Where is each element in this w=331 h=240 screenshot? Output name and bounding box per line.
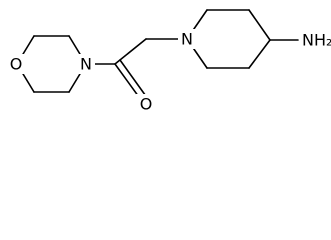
carbonyl-oxygen-mask xyxy=(136,94,156,114)
piperidine-nitrogen-label: N xyxy=(181,30,193,49)
bond-piperidine-c2-c3 xyxy=(248,9,271,41)
bond-carbonyl-ch2 xyxy=(114,38,147,65)
piperidine-nitrogen-mask xyxy=(178,29,196,49)
morpholine-oxygen-mask xyxy=(5,54,25,74)
morpholine-nitrogen-label: N xyxy=(80,55,92,74)
amine-mask xyxy=(300,30,330,50)
amine-label: NH₂ xyxy=(302,31,331,50)
carbonyl-oxygen-label: O xyxy=(140,95,153,114)
chemical-structure: O N O N NH₂ xyxy=(5,9,331,114)
atom-labels: O N O N NH₂ xyxy=(5,29,331,114)
bonds xyxy=(16,9,299,105)
bond-carbonyl-double-b xyxy=(119,59,149,100)
bond-piperidine-c3-c4 xyxy=(248,39,271,69)
morpholine-nitrogen-mask xyxy=(77,54,95,74)
morpholine-oxygen-label: O xyxy=(10,55,23,74)
